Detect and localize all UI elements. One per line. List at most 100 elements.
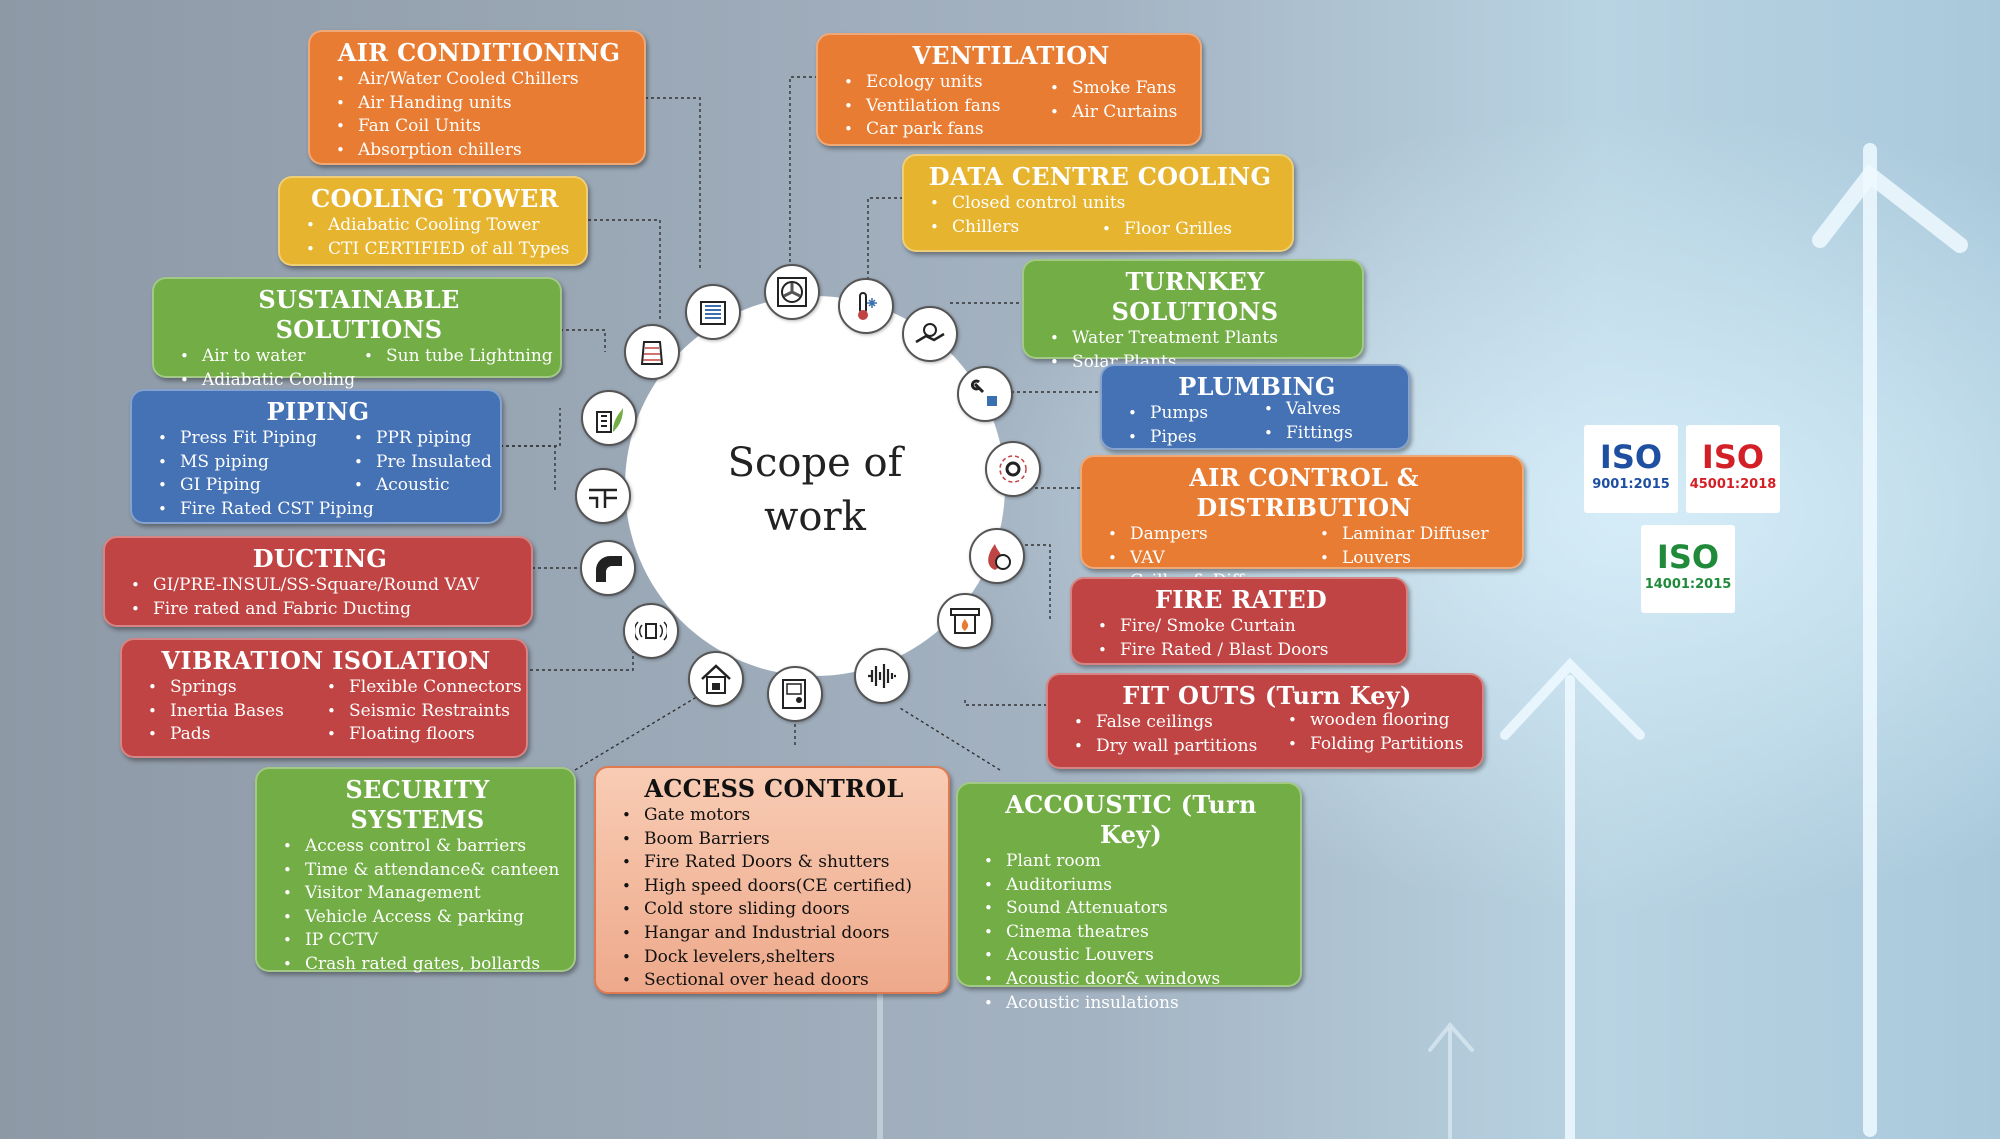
list-item: Press Fit Piping (154, 427, 346, 451)
list-item: Plant room (980, 850, 1286, 874)
box-title: TURNKEY SOLUTIONS (1111, 267, 1279, 326)
turnkey-solutions-box: TURNKEY SOLUTIONS Water Treatment Plants… (1022, 259, 1364, 374)
iso-number: 14001:2015 (1644, 577, 1732, 592)
box-title: SECURITY SYSTEMS (345, 775, 490, 834)
vibration-icon (623, 603, 679, 659)
fire-clock-icon (969, 528, 1025, 584)
iso-45001-badge: ISO 45001:2018 (1686, 425, 1780, 513)
fan-icon (764, 264, 820, 320)
iso-number: 45001:2018 (1689, 477, 1777, 492)
list-item: Ecology units (840, 71, 1042, 95)
list-item: Fire rated and Fabric Ducting (127, 598, 517, 622)
list-item: Vehicle Access & parking (279, 906, 560, 930)
iso-word: ISO (1656, 538, 1720, 576)
list-item: wooden flooring (1284, 709, 1463, 733)
pipe-icon (575, 468, 631, 524)
box-title: FIRE RATED (1154, 585, 1328, 614)
air-control-distribution-box: AIR CONTROL & DISTRIBUTION Dampers VAV G… (1080, 455, 1524, 593)
list-item: MS piping (154, 451, 346, 475)
air-flow-gear-icon (985, 441, 1041, 497)
iso-number: 9001:2015 (1592, 477, 1670, 492)
scope-line-2: work (764, 494, 866, 540)
security-systems-box: SECURITY SYSTEMS Access control & barrie… (255, 767, 576, 976)
list-item: Air/Water Cooled Chillers (332, 68, 630, 92)
iso-word: ISO (1599, 438, 1663, 476)
plumbing-box: PLUMBING Pumps Pipes Valves Fittings (1100, 364, 1410, 450)
plumbing-wrench-icon (957, 366, 1013, 422)
cooling-tower-icon (624, 324, 680, 380)
list-item: Seismic Restraints (323, 700, 522, 724)
list-item: Fan Coil Units (332, 115, 630, 139)
fit-outs-box: FIT OUTS (Turn Key) False ceilings Dry w… (1046, 673, 1484, 769)
list-item: Time & attendance& canteen (279, 859, 560, 883)
box-title: FIT OUTS (Turn Key) (1122, 681, 1412, 710)
list-item: Adiabatic Cooling Tower (302, 214, 572, 238)
list-item: False ceilings (1070, 711, 1280, 735)
list-item: Smoke Fans (1046, 77, 1177, 101)
list-item: Sectional over head doors (618, 969, 934, 993)
box-title: PLUMBING (1178, 372, 1336, 401)
box-title: VIBRATION ISOLATION (161, 646, 491, 675)
list-item: Acoustic Louvers (980, 944, 1286, 968)
list-item: Cold store sliding doors (618, 898, 934, 922)
list-item: Hangar and Industrial doors (618, 922, 934, 946)
list-item: Ventilation fans (840, 95, 1042, 119)
list-item: Pads (144, 723, 319, 747)
access-control-box: ACCESS CONTROL Gate motors Boom Barriers… (594, 766, 950, 994)
box-title: PIPING (266, 397, 370, 426)
list-item: Dry wall partitions (1070, 735, 1280, 759)
list-item: Acoustic (350, 474, 492, 498)
list-item: Laminar Diffuser (1316, 523, 1489, 547)
list-item: Louvers (1316, 547, 1489, 571)
list-item: Visitor Management (279, 882, 560, 906)
access-door-icon (767, 666, 823, 722)
list-item: Acoustic insulations (980, 992, 1286, 1016)
list-item: Absorption chillers (332, 139, 630, 163)
cooling-tower-box: COOLING TOWER Adiabatic Cooling Tower CT… (278, 176, 588, 266)
list-item: Adiabatic Cooling (176, 369, 356, 393)
list-item: Valves (1260, 398, 1353, 422)
list-item: Air Handing units (332, 92, 630, 116)
list-item: IP CCTV (279, 929, 560, 953)
piping-box: PIPING Press Fit Piping MS piping GI Pip… (130, 389, 502, 524)
list-item: Sun tube Lightning (360, 345, 553, 369)
list-item: CTI CERTIFIED of all Types (302, 238, 572, 262)
list-item: Folding Partitions (1284, 733, 1463, 757)
list-item: Pumps (1124, 402, 1256, 426)
list-item: Fire Rated Doors & shutters (618, 851, 934, 875)
list-item: Flexible Connectors (323, 676, 522, 700)
list-item: Springs (144, 676, 319, 700)
sound-wave-icon (854, 648, 910, 704)
box-title: ACCESS CONTROL (644, 774, 904, 803)
list-item: Fittings (1260, 422, 1353, 446)
list-item: Dock levelers,shelters (618, 946, 934, 970)
house-lock-icon (688, 651, 744, 707)
iso-9001-badge: ISO 9001:2015 (1584, 425, 1678, 513)
list-item: High speed doors(CE certified) (618, 875, 934, 899)
ducting-box: DUCTING GI/PRE-INSUL/SS-Square/Round VAV… (103, 536, 533, 627)
list-item: VAV (1104, 547, 1312, 571)
handshake-gear-icon (902, 306, 958, 362)
acoustic-box: ACCOUSTIC (Turn Key) Plant room Auditori… (956, 782, 1302, 1015)
iso-14001-badge: ISO 14001:2015 (1641, 525, 1735, 613)
box-title: VENTILATION (912, 41, 1110, 70)
list-item: Fire Rated / Blast Doors (1094, 639, 1392, 663)
list-item: Closed control units (926, 192, 1125, 216)
air-conditioning-box: AIR CONDITIONING Air/Water Cooled Chille… (308, 30, 646, 165)
list-item: Fire Rated CST Piping (154, 498, 374, 522)
list-item: Boom Barriers (618, 828, 934, 852)
list-item: Inertia Bases (144, 700, 319, 724)
list-item: Dampers (1104, 523, 1312, 547)
list-item: Pre Insulated (350, 451, 492, 475)
iso-word: ISO (1701, 438, 1765, 476)
list-item: Cinema theatres (980, 921, 1286, 945)
scope-line-1: Scope of (727, 440, 903, 486)
duct-elbow-icon (580, 540, 636, 596)
list-item: Air to water (176, 345, 356, 369)
list-item: Acoustic door& windows (980, 968, 1286, 992)
list-item: PPR piping (350, 427, 492, 451)
box-title: AIR CONTROL & DISTRIBUTION (1189, 463, 1419, 522)
building-leaf-icon (581, 390, 637, 446)
list-item: Floor Grilles (1098, 218, 1232, 242)
